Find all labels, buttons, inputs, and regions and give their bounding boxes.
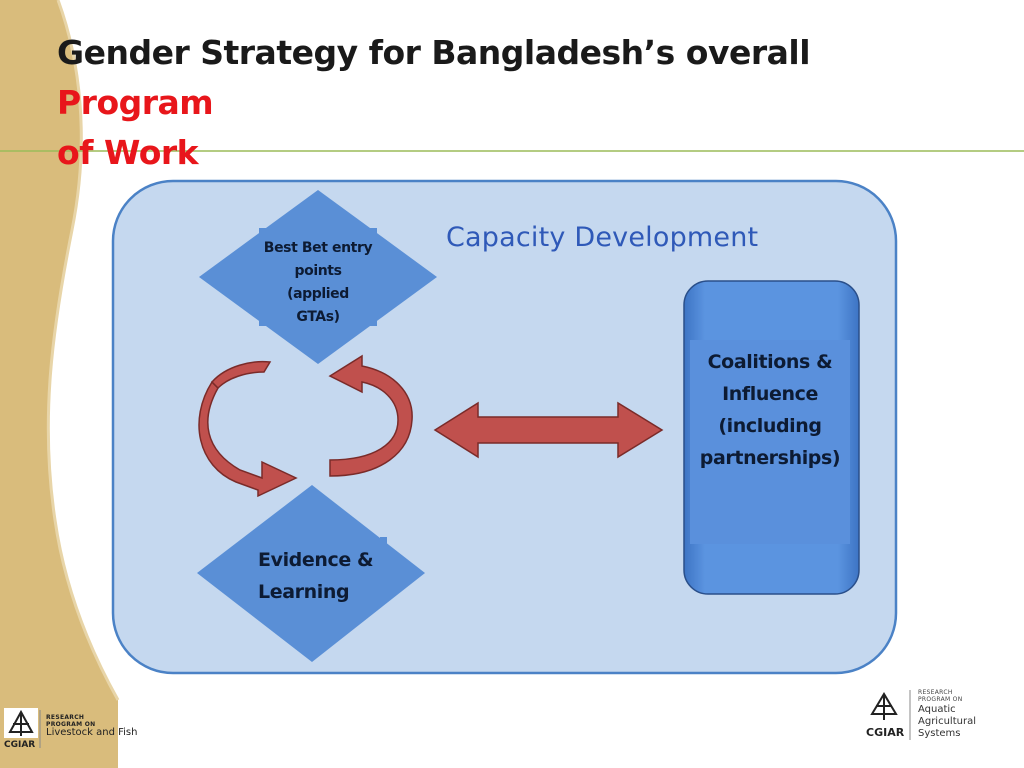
- best-bet-line: GTAs): [296, 309, 340, 325]
- best-bet-text-box: [259, 228, 377, 326]
- coalitions-line: partnerships): [699, 447, 841, 469]
- coalitions-line: (including: [718, 415, 822, 437]
- coalitions-line: Influence: [722, 383, 818, 405]
- cycle-arrow-left-top: [210, 360, 272, 390]
- best-bet-label: Best Bet entry points (applied GTAs): [256, 237, 380, 329]
- evidence-diamond: [197, 485, 425, 662]
- evidence-corner: [380, 537, 387, 546]
- right-logo-name-line: Aquatic: [918, 704, 956, 715]
- best-bet-line: Best Bet entry: [263, 240, 373, 256]
- livestock-fish-logo-icon: [4, 708, 41, 748]
- slide-title: Gender Strategy for Bangladesh’s overall…: [57, 28, 977, 178]
- capacity-development-label: Capacity Development: [446, 222, 759, 253]
- right-logo-line: RESEARCH: [918, 689, 953, 696]
- side-band-edge: [46, 0, 120, 701]
- evidence-line: Learning: [258, 581, 350, 603]
- coalitions-line: Coalitions &: [707, 351, 833, 373]
- best-bet-line: points: [294, 263, 342, 279]
- right-logo-program-label: RESEARCH PROGRAM ON: [918, 689, 962, 703]
- evidence-line: Evidence &: [258, 549, 374, 571]
- right-logo-program-name: Aquatic Agricultural Systems: [918, 704, 976, 740]
- best-bet-line: (applied: [287, 286, 349, 302]
- right-logo-name-line: Systems: [918, 728, 961, 739]
- cycle-arrow-right: [328, 354, 413, 477]
- left-logo-program-name: Livestock and Fish: [46, 727, 138, 738]
- cycle-arrow-left: [198, 380, 298, 498]
- coalitions-label: Coalitions & Influence (including partne…: [688, 346, 852, 474]
- left-logo-line: PROGRAM ON: [46, 721, 96, 728]
- side-band: [0, 0, 118, 768]
- left-logo-program-label: RESEARCH PROGRAM ON: [46, 714, 96, 728]
- title-highlight-line2: of Work: [57, 133, 199, 172]
- left-logo-org: CGIAR: [4, 740, 36, 750]
- right-logo-name-line: Agricultural: [918, 716, 976, 727]
- right-logo-org: CGIAR: [866, 726, 905, 739]
- aquatic-systems-logo-icon: [870, 690, 911, 740]
- evidence-learning-label: Evidence & Learning: [258, 544, 378, 608]
- right-logo-line: PROGRAM ON: [918, 696, 963, 703]
- title-text: Gender Strategy for Bangladesh’s overall: [57, 33, 811, 72]
- title-highlight: Program: [57, 83, 214, 122]
- double-arrow: [433, 401, 664, 459]
- coalitions-inner: [690, 340, 850, 544]
- left-logo-line: RESEARCH: [46, 714, 85, 721]
